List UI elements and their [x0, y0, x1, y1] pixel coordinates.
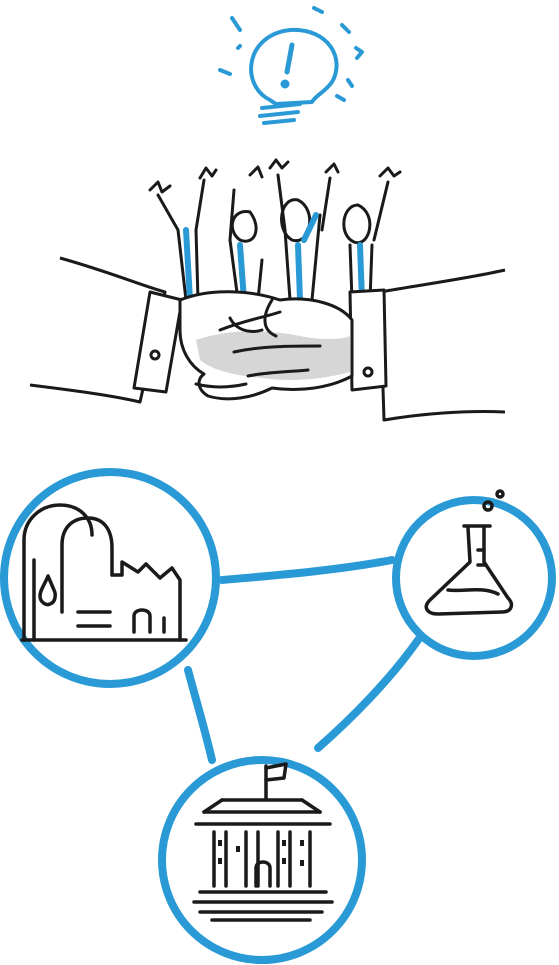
network-graph — [4, 472, 552, 960]
link-flask-building — [318, 640, 418, 748]
link-factory-building — [188, 670, 212, 760]
flask-icon — [396, 491, 552, 656]
lightbulb-exclamation-icon — [220, 8, 362, 123]
handshake-icon — [30, 160, 505, 420]
factory-icon — [4, 472, 216, 684]
link-factory-flask — [222, 560, 392, 580]
government-building-icon — [162, 760, 362, 960]
